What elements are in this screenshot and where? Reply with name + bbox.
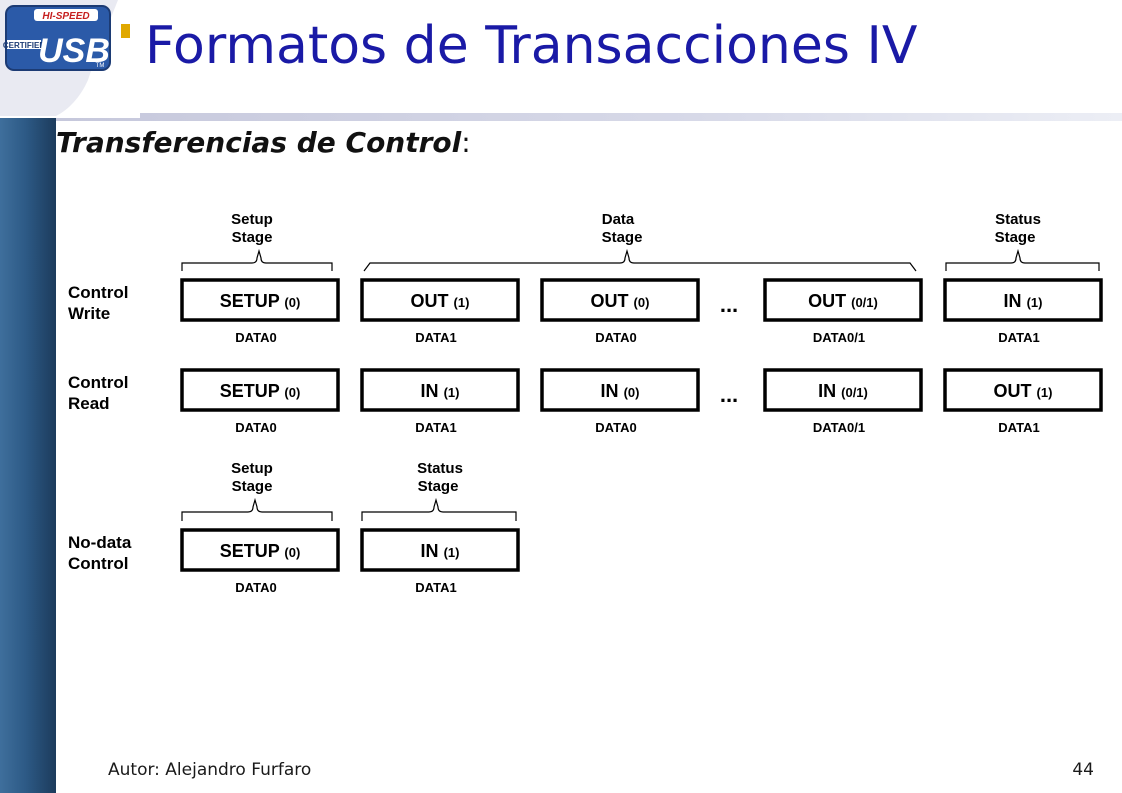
packet-label: SETUP (0) <box>220 381 301 401</box>
brace-label-line1: Data <box>602 211 635 228</box>
data-pid-label: DATA0 <box>595 420 636 435</box>
brace-label-line2: Stage <box>418 478 459 495</box>
footer-author: Autor: Alejandro Furfaro <box>108 760 312 780</box>
packet-box <box>943 278 1103 322</box>
ellipsis: ... <box>720 382 738 407</box>
packet-box <box>763 278 923 322</box>
left-accent-bar <box>0 0 56 793</box>
packet-box <box>180 278 340 322</box>
brace-label-line2: Stage <box>232 478 273 495</box>
data-pid-label: DATA0 <box>235 580 276 595</box>
packet-box <box>180 368 340 412</box>
subtitle-text: Transferencias de Control <box>56 126 462 159</box>
brace-data-top: Data Stage <box>363 211 917 272</box>
packet-label: SETUP (0) <box>220 541 301 561</box>
row-label-line: Control <box>68 554 128 573</box>
brace-label-line1: Setup <box>231 460 273 477</box>
data-pid-label: DATA1 <box>415 580 456 595</box>
packet-label: OUT (1) <box>411 291 470 311</box>
data-pid-label: DATA1 <box>998 420 1039 435</box>
packet-label: OUT (1) <box>994 381 1053 401</box>
brace-label-line2: Stage <box>232 229 273 246</box>
data-pid-label: DATA0 <box>235 330 276 345</box>
control-transfer-diagram: Setup Stage Data Stage Status Stage Setu… <box>68 211 1103 595</box>
data-pid-label: DATA0 <box>235 420 276 435</box>
data-pid-label: DATA1 <box>415 330 456 345</box>
data-pid-label: DATA0/1 <box>813 330 865 345</box>
packet-box <box>540 368 700 412</box>
packet-box <box>360 528 520 572</box>
brace-label-line2: Stage <box>602 229 643 246</box>
packet-box <box>540 278 700 322</box>
brace-label-line1: Status <box>417 460 463 477</box>
packet-label: IN (0/1) <box>818 381 868 401</box>
packet-box <box>360 368 520 412</box>
row-label-line: Read <box>68 394 110 413</box>
row-label-line: Control <box>68 373 128 392</box>
packet-label: OUT (0/1) <box>808 291 878 311</box>
packet-label: OUT (0) <box>591 291 650 311</box>
packet-label: IN (1) <box>1004 291 1043 311</box>
packet-label: SETUP (0) <box>220 291 301 311</box>
row-label-line: No-data <box>68 533 132 552</box>
page-number: 44 <box>1072 760 1094 780</box>
brace-status-top: Status Stage <box>945 211 1100 271</box>
svg-text:TM: TM <box>96 63 105 69</box>
packet-label: IN (0) <box>601 381 640 401</box>
data-pid-label: DATA0/1 <box>813 420 865 435</box>
subtitle-colon: : <box>461 126 471 159</box>
brace-label-line1: Setup <box>231 211 273 228</box>
svg-text:USB: USB <box>38 32 110 70</box>
slide-title: Formatos de Transacciones IV <box>145 16 918 76</box>
brace-setup-top: Setup Stage <box>181 211 333 271</box>
brace-status-nodata: Status Stage <box>361 460 517 521</box>
row-label-line: Control <box>68 283 128 302</box>
packet-label: IN (1) <box>421 541 460 561</box>
packet-box <box>360 278 520 322</box>
section-subtitle: Transferencias de Control: <box>56 123 471 163</box>
brace-label-line2: Stage <box>995 229 1036 246</box>
row-label-line: Write <box>68 304 110 323</box>
brace-label-line1: Status <box>995 211 1041 228</box>
usb-hi-speed-logo: HI-SPEED CERTIFIED USB TM <box>0 0 140 118</box>
packet-label: IN (1) <box>421 381 460 401</box>
brace-setup-nodata: Setup Stage <box>181 460 333 521</box>
svg-text:HI-SPEED: HI-SPEED <box>42 11 89 22</box>
ellipsis: ... <box>720 292 738 317</box>
data-pid-label: DATA0 <box>595 330 636 345</box>
svg-text:CERTIFIED: CERTIFIED <box>3 41 45 50</box>
packet-box <box>763 368 923 412</box>
title-divider <box>56 113 1122 121</box>
packet-box <box>943 368 1103 412</box>
data-pid-label: DATA1 <box>415 420 456 435</box>
data-pid-label: DATA1 <box>998 330 1039 345</box>
packet-box <box>180 528 340 572</box>
